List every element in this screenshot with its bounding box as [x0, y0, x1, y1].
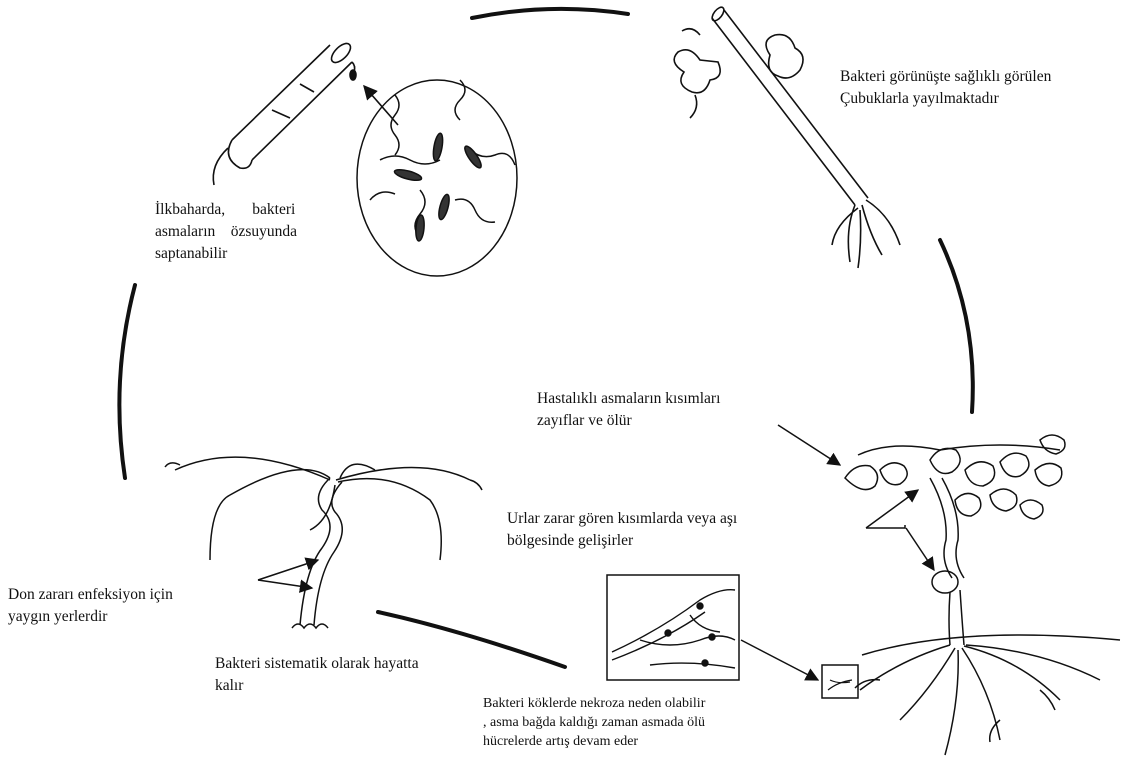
crown-gall — [932, 571, 958, 593]
label-spread: Bakteri görünüşte sağlıklı görülen Çubuk… — [840, 66, 1051, 110]
label-frost-line1: Don zararı enfeksiyon için — [8, 584, 173, 606]
label-spring: İlkbaharda, bakteri asmaların özsuyunda … — [155, 199, 338, 265]
dormant-vine-illustration — [165, 457, 482, 628]
label-spring-line2: asmaların özsuyunda — [155, 221, 338, 243]
label-galls-line1: Urlar zarar gören kısımlarda veya aşı — [507, 508, 737, 530]
cycle-arc-left — [119, 285, 135, 478]
label-frost-line2: yaygın yerlerdir — [8, 606, 173, 628]
label-necrosis: Bakteri köklerde nekroza neden olabilir … — [483, 694, 705, 751]
root-zoom-frame — [822, 665, 858, 698]
bacteria-magnified-circle — [357, 80, 517, 276]
root-zoom-arrow — [741, 640, 818, 680]
diseased-vine-illustration — [845, 435, 1120, 755]
label-galls-line2: bölgesinde gelişirler — [507, 530, 737, 552]
label-spring-line3: saptanabilir — [155, 243, 338, 265]
cycle-arc-right — [940, 240, 973, 412]
label-weaken: Hastalıklı asmaların kısımları zayıflar … — [537, 388, 720, 432]
label-systemic-line1: Bakteri sistematik olarak hayatta — [215, 653, 419, 675]
label-frost: Don zararı enfeksiyon için yaygın yerler… — [8, 584, 173, 628]
label-weaken-line1: Hastalıklı asmaların kısımları — [537, 388, 720, 410]
gall-arrow-2 — [906, 528, 934, 570]
cane-cutting-illustration — [213, 40, 356, 185]
label-systemic: Bakteri sistematik olarak hayatta kalır — [215, 653, 419, 697]
label-necrosis-line1: Bakteri köklerde nekroza neden olabilir — [483, 694, 705, 713]
label-spring-line1: İlkbaharda, bakteri — [155, 199, 338, 221]
label-necrosis-line2: , asma bağda kaldığı zaman asmada ölü — [483, 713, 705, 732]
label-necrosis-line3: hücrelerde artış devam eder — [483, 732, 705, 751]
label-galls: Urlar zarar gören kısımlarda veya aşı bö… — [507, 508, 737, 552]
gall-bracket — [866, 525, 905, 528]
weaken-arrow — [778, 425, 840, 465]
label-systemic-line2: kalır — [215, 675, 419, 697]
frost-arrow-2 — [258, 580, 312, 588]
rooted-cane-illustration — [674, 5, 900, 268]
gall-arrow-1 — [866, 490, 918, 528]
cycle-arc-top — [472, 9, 628, 18]
label-weaken-line2: zayıflar ve ölür — [537, 410, 720, 432]
label-spread-line1: Bakteri görünüşte sağlıklı görülen — [840, 66, 1051, 88]
label-spread-line2: Çubuklarla yayılmaktadır — [840, 88, 1051, 110]
